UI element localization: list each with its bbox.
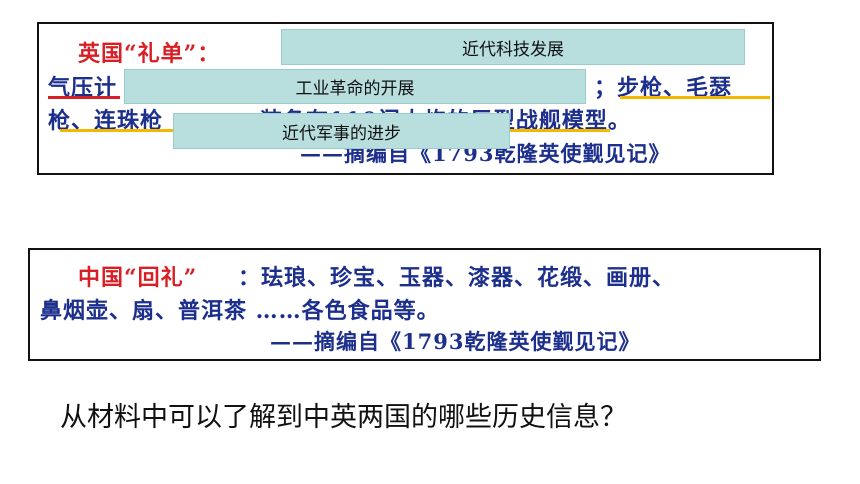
underline-orange-warship xyxy=(480,129,610,132)
overlay-modern-military: 近代军事的进步 xyxy=(173,113,510,149)
china-items-line2: 鼻烟壶、扇、普洱茶 ……各色食品等。 xyxy=(40,298,440,324)
china-gift-label: 中国“回礼” xyxy=(78,265,198,291)
underline-orange-rifle xyxy=(620,96,770,99)
question-text: 从材料中可以了解到中英两国的哪些历史信息？ xyxy=(60,402,627,433)
china-gift-box xyxy=(28,248,821,361)
overlay-industrial-revolution: 工业革命的开展 xyxy=(124,69,586,104)
china-items-line1: ：珐琅、珍宝、玉器、漆器、花缎、画册、 xyxy=(238,265,676,291)
china-source: ——摘编自《1793乾隆英使觐见记》 xyxy=(270,329,641,354)
underline-orange-gun xyxy=(60,129,180,132)
underline-red-barometer xyxy=(48,96,120,99)
overlay-modern-tech: 近代科技发展 xyxy=(281,29,745,65)
britain-gift-label: 英国“礼单”： xyxy=(78,41,221,67)
